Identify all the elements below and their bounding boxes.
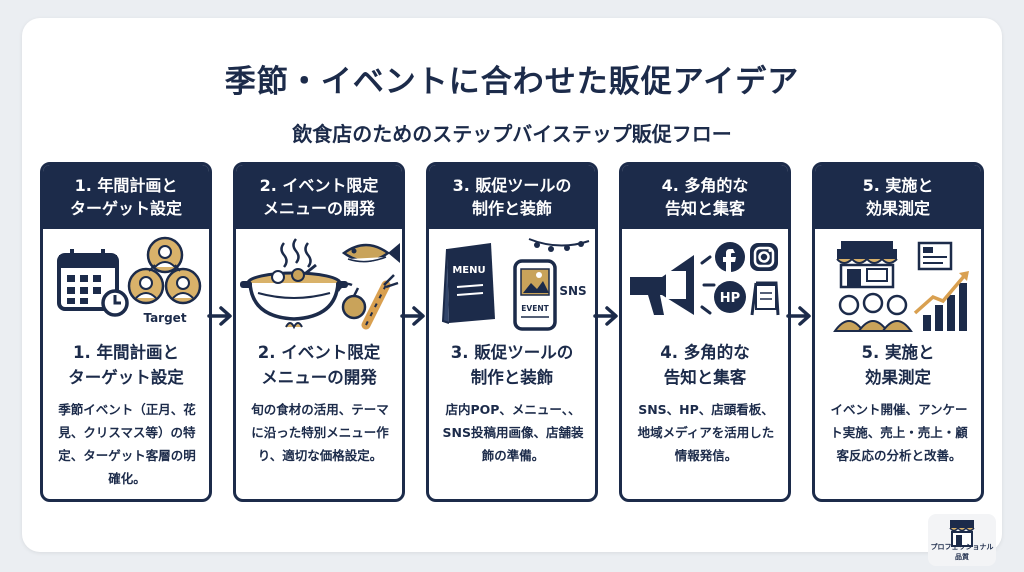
- hotpot-ingredients-icon: [236, 235, 402, 335]
- step-card-3: 3. 販促ツールの 制作と装飾 MENU EVENT SNS 3. 販促ツールの…: [426, 162, 598, 502]
- page-subtitle: 飲食店のためのステップバイステップ販促フロー: [292, 122, 732, 146]
- step-title: 3. 販促ツールの 制作と装飾: [450, 343, 574, 387]
- step-card-5: 5. 実施と 効果測定: [812, 162, 984, 502]
- step-description: 旬の食材の活用、テーマに沿った特別メニュー作り、適切な価格設定。: [251, 402, 389, 463]
- page-title: 季節・イベントに合わせた販促アイデア: [224, 64, 800, 100]
- step-header: 1. 年間計画と ターゲット設定: [43, 165, 209, 229]
- store-growth-icon: [815, 235, 981, 335]
- step-header: 4. 多角的な 告知と集客: [622, 165, 788, 229]
- badge-label: プロフェッショナル品質: [930, 543, 994, 561]
- quality-badge: プロフェッショナル品質: [928, 514, 996, 566]
- hp-label: HP: [720, 291, 740, 306]
- arrow-right-icon: [593, 306, 618, 326]
- event-label: EVENT: [521, 304, 549, 313]
- step-title: 4. 多角的な 告知と集客: [660, 343, 750, 387]
- step-title: 2. イベント限定 メニューの開発: [257, 343, 381, 387]
- arrow-right-icon: [786, 306, 811, 326]
- arrow-right-icon: [400, 306, 425, 326]
- step-title: 1. 年間計画と ターゲット設定: [68, 343, 184, 387]
- megaphone-social-icon: HP: [622, 235, 788, 335]
- step-description: 季節イベント（正月、花見、クリスマス等）の特定、ターゲット客層の明確化。: [58, 402, 196, 486]
- menu-phone-icon: MENU EVENT SNS: [429, 235, 595, 335]
- calendar-target-icon: Target: [43, 235, 209, 335]
- target-label: Target: [143, 311, 186, 325]
- step-card-4: 4. 多角的な 告知と集客 HP 4. 多角: [619, 162, 791, 502]
- store-icon: [949, 520, 975, 547]
- step-header: 3. 販促ツールの 制作と装飾: [429, 165, 595, 229]
- step-header: 5. 実施と 効果測定: [815, 165, 981, 229]
- arrow-right-icon: [207, 306, 232, 326]
- step-description: 店内POP、メニュー、、SNS投稿用画像、店舗装飾の準備。: [442, 402, 584, 463]
- step-description: イベント開催、アンケート実施、売上・売上・顧客反応の分析と改善。: [830, 402, 968, 463]
- step-card-2: 2. イベント限定 メニューの開発: [233, 162, 405, 502]
- step-header: 2. イベント限定 メニューの開発: [236, 165, 402, 229]
- sns-label: SNS: [559, 284, 586, 298]
- menu-label: MENU: [452, 265, 485, 276]
- step-title: 5. 実施と 効果測定: [861, 343, 935, 387]
- step-description: SNS、HP、店頭看板、地域メディアを活用した情報発信。: [637, 402, 775, 463]
- step-card-1: 1. 年間計画と ターゲット設定: [40, 162, 212, 502]
